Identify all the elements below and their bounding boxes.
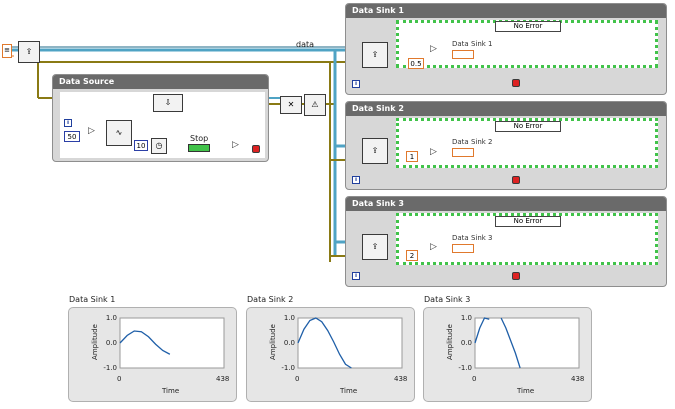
divide-icon: ▷ bbox=[88, 126, 95, 136]
graph-2-ytick: -1.0 bbox=[281, 364, 295, 372]
sink-1-stop-icon bbox=[512, 79, 520, 87]
sink-2-case-selector[interactable]: No Error bbox=[495, 121, 561, 132]
count-constant[interactable]: 50 bbox=[64, 131, 80, 142]
sink-1-case-selector[interactable]: No Error bbox=[495, 21, 561, 32]
loop-title: Data Source bbox=[53, 75, 268, 89]
graph-2-ytick: 0.0 bbox=[283, 339, 295, 347]
stop-button-terminal[interactable] bbox=[188, 144, 210, 152]
sink-3-term-label: Data Sink 3 bbox=[452, 234, 493, 242]
sink-1-graph-terminal[interactable] bbox=[452, 50, 474, 59]
iteration-icon: i bbox=[64, 119, 72, 127]
graph-1-title: Data Sink 1 bbox=[69, 295, 116, 304]
sink-2-dequeue-node[interactable]: ⇪ bbox=[362, 138, 388, 164]
sink-1-term-label: Data Sink 1 bbox=[452, 40, 493, 48]
sink-3-constant[interactable]: 2 bbox=[406, 250, 418, 261]
wait-node[interactable]: ◷ bbox=[151, 138, 167, 154]
input-terminal[interactable]: ≡ bbox=[2, 44, 12, 58]
graph-2-xtick: 0 bbox=[295, 375, 300, 383]
graph-2-xtick: 438 bbox=[394, 375, 408, 383]
sink-2-term-label: Data Sink 2 bbox=[452, 138, 493, 146]
sink-1-iteration-icon: i bbox=[352, 80, 360, 88]
stop-label: Stop bbox=[190, 134, 209, 143]
sink-3-multiply-icon: ▷ bbox=[430, 242, 437, 252]
sink-2-graph-terminal[interactable] bbox=[452, 148, 474, 157]
sink-3-stop-icon bbox=[512, 272, 520, 280]
graph-3-plot-area bbox=[474, 317, 580, 369]
sink-3-iteration-icon: i bbox=[352, 272, 360, 280]
graph-3-ytick: 1.0 bbox=[460, 314, 472, 322]
sink-2-title: Data Sink 2 bbox=[346, 102, 666, 116]
release-queue-node[interactable]: ✕ bbox=[280, 96, 302, 114]
graph-3-ytick: -1.0 bbox=[458, 364, 472, 372]
sink-3-case-selector[interactable]: No Error bbox=[495, 216, 561, 227]
graph-1-ytick: -1.0 bbox=[103, 364, 117, 372]
graph-3-title: Data Sink 3 bbox=[424, 295, 471, 304]
error-handler-node[interactable]: ⚠ bbox=[304, 94, 326, 116]
graph-1-xlabel: Time bbox=[162, 387, 180, 395]
graph-1-ytick: 0.0 bbox=[105, 339, 117, 347]
graph-3-xtick: 438 bbox=[571, 375, 585, 383]
graph-1-xtick: 0 bbox=[117, 375, 122, 383]
graph-3-series-1 bbox=[474, 317, 490, 344]
sink-3-dequeue-node[interactable]: ⇪ bbox=[362, 234, 388, 260]
graph-1-series-1 bbox=[119, 330, 171, 355]
sink-2-multiply-icon: ▷ bbox=[430, 147, 437, 157]
create-queue-node[interactable]: ⇪ bbox=[18, 41, 40, 63]
sink-2-constant[interactable]: 1 bbox=[406, 151, 418, 162]
sink-1-dequeue-node[interactable]: ⇪ bbox=[362, 42, 388, 68]
graph-3-xtick: 0 bbox=[472, 375, 477, 383]
timer-constant[interactable]: 10 bbox=[134, 140, 148, 151]
graph-1-xtick: 438 bbox=[216, 375, 230, 383]
graph-2-series-1 bbox=[297, 317, 352, 369]
sink-1-title: Data Sink 1 bbox=[346, 4, 666, 18]
graph-3-ytick: 0.0 bbox=[460, 339, 472, 347]
loop-stop-icon bbox=[252, 145, 260, 153]
sink-2-stop-icon bbox=[512, 176, 520, 184]
graph-2-title: Data Sink 2 bbox=[247, 295, 294, 304]
sink-3-graph-terminal[interactable] bbox=[452, 244, 474, 253]
graph-1-ytick: 1.0 bbox=[105, 314, 117, 322]
graph-2-ytick: 1.0 bbox=[283, 314, 295, 322]
graph-1-plot-area bbox=[119, 317, 225, 369]
enqueue-node[interactable]: ⇩ bbox=[153, 94, 183, 112]
sink-3-title: Data Sink 3 bbox=[346, 197, 666, 211]
graph-3-series-2 bbox=[500, 317, 521, 369]
sine-node[interactable]: ∿ bbox=[106, 120, 132, 146]
or-icon: ▷ bbox=[232, 140, 239, 150]
sink-2-iteration-icon: i bbox=[352, 176, 360, 184]
graph-3-ylabel: Amplitude bbox=[446, 324, 454, 360]
graph-3-xlabel: Time bbox=[517, 387, 535, 395]
sink-1-multiply-icon: ▷ bbox=[430, 44, 437, 54]
wire-label: data bbox=[296, 40, 315, 49]
graph-2-xlabel: Time bbox=[340, 387, 358, 395]
sink-1-constant[interactable]: 0.5 bbox=[408, 58, 424, 69]
